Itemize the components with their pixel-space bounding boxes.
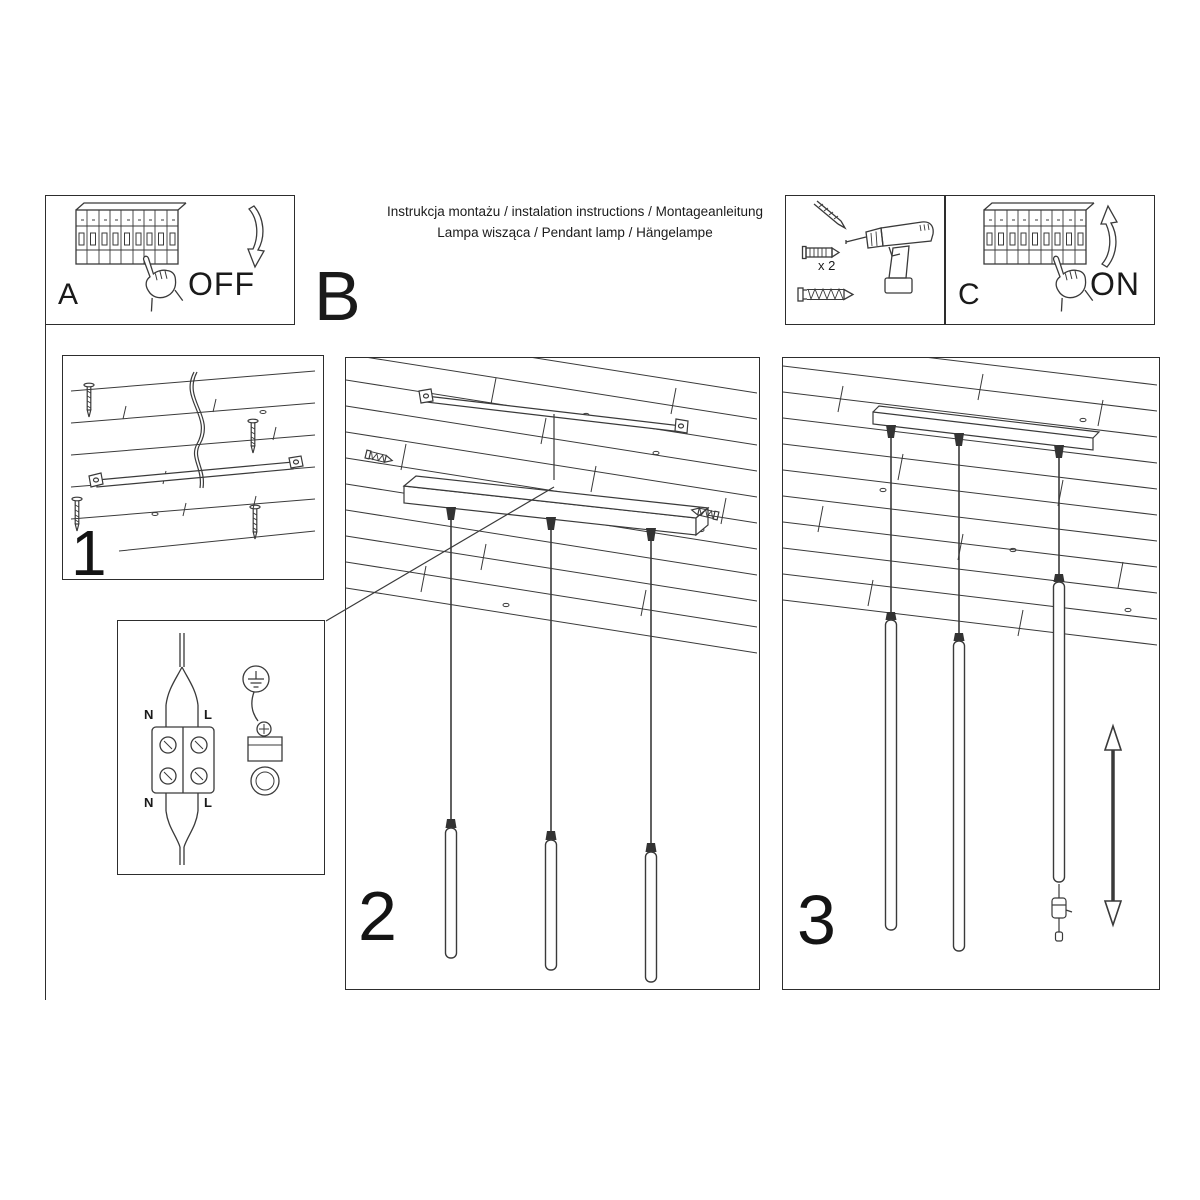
wire-label-n-top: N xyxy=(144,707,154,722)
earth-clamp-icon xyxy=(247,691,283,796)
left-margin-line xyxy=(45,195,46,1000)
step-1-number: 1 xyxy=(71,517,107,589)
panel-a-label: A xyxy=(58,278,79,311)
title-line-2: Lampa wisząca / Pendant lamp / Hängelamp… xyxy=(437,225,713,240)
screw-icon xyxy=(797,287,855,302)
terminal-block-icon xyxy=(151,726,215,794)
step-1-panel: 1 xyxy=(62,355,324,589)
power-on-illustration xyxy=(983,202,1119,312)
panel-tools: x 2 xyxy=(785,195,945,325)
document-title: Instrukcja montażu / instalation instruc… xyxy=(330,201,820,243)
breaker-panel-icon xyxy=(983,202,1095,265)
step-2-illustration xyxy=(346,358,757,983)
drill-bit-icon xyxy=(813,200,847,230)
pendant-tubes xyxy=(444,819,658,983)
step-3-panel: 3 xyxy=(782,357,1160,990)
mounting-bar xyxy=(418,388,689,480)
step-1-illustration xyxy=(70,370,316,552)
hand-icon xyxy=(1052,255,1094,312)
power-cable-top xyxy=(165,633,199,727)
cord-lock-detail xyxy=(1051,884,1073,942)
panel-power-on: C ON xyxy=(945,195,1155,325)
screw-icon xyxy=(364,449,394,464)
panel-power-off: A OFF xyxy=(45,195,295,325)
screw-icon xyxy=(247,418,259,454)
canopy-bar xyxy=(872,405,1101,451)
power-cable-bottom xyxy=(165,793,199,865)
ceiling-planks xyxy=(783,358,1157,646)
step-2-number: 2 xyxy=(358,877,397,955)
arrow-up-icon xyxy=(1100,204,1119,268)
drill-icon xyxy=(845,221,934,294)
adjust-height-arrow xyxy=(1103,723,1123,928)
screw-icon xyxy=(249,504,261,540)
step-2-panel: 2 xyxy=(345,357,760,990)
tools-illustration xyxy=(797,200,934,302)
wall-plug-icon xyxy=(801,245,841,260)
step-3-number: 3 xyxy=(797,881,836,959)
section-b-label: B xyxy=(314,257,361,335)
wire-label-l-bottom: L xyxy=(204,795,212,810)
title-line-1: Instrukcja montażu / instalation instruc… xyxy=(387,204,763,219)
wiring-illustration xyxy=(151,633,283,865)
cord-grips xyxy=(886,425,1064,458)
wiring-detail-panel: N L N L xyxy=(117,620,325,875)
pendant-tubes xyxy=(884,574,1066,952)
earth-symbol-icon xyxy=(242,665,270,693)
power-on-text: ON xyxy=(1090,266,1140,302)
pendant-cords xyxy=(890,438,1060,641)
anchor-quantity-label: x 2 xyxy=(818,258,836,273)
screw-icon xyxy=(690,507,720,521)
power-off-illustration xyxy=(75,202,266,312)
arrow-down-icon xyxy=(247,205,266,269)
hand-icon xyxy=(142,255,184,312)
wire-label-n-bottom: N xyxy=(144,795,154,810)
power-off-text: OFF xyxy=(188,266,255,302)
breaker-panel-icon xyxy=(75,202,187,265)
ceiling-planks xyxy=(70,370,316,552)
step-3-illustration xyxy=(783,358,1157,952)
screw-icon xyxy=(83,382,95,418)
mounting-bar xyxy=(88,455,304,488)
wire-label-l-top: L xyxy=(204,707,212,722)
power-cable xyxy=(189,371,205,489)
panel-c-label: C xyxy=(958,278,980,311)
